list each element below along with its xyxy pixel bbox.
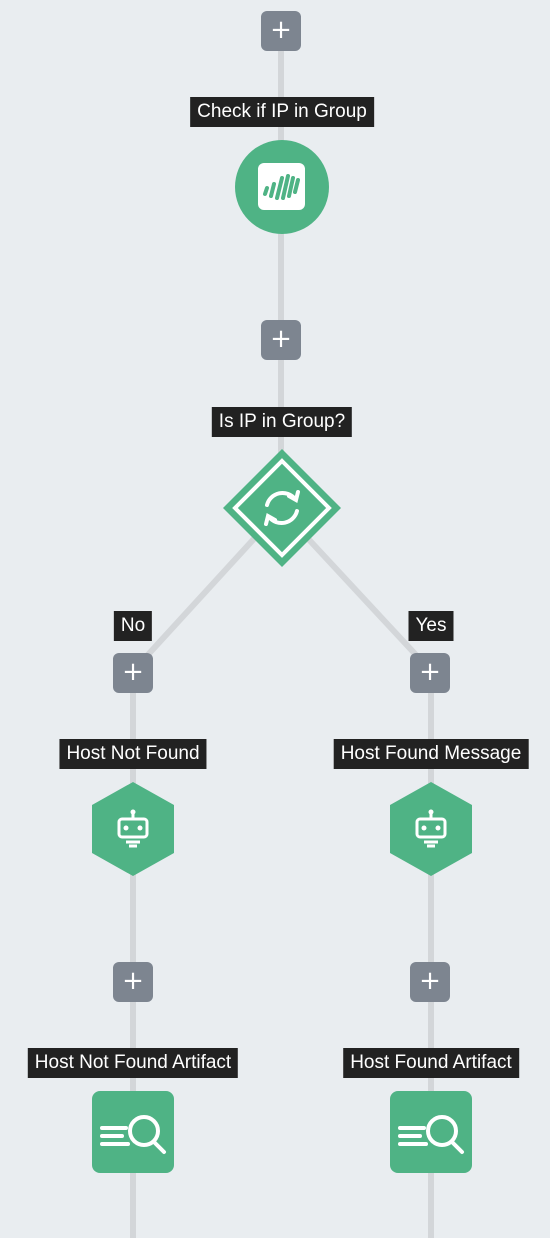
node-host-found-artifact[interactable] [390,1091,472,1173]
add-step-button-no-branch[interactable]: + [113,653,153,693]
search-lines-icon [398,1115,464,1154]
label-host-not-found: Host Not Found [59,739,207,769]
chart-bars-icon [258,163,305,210]
robot-icon [415,809,447,848]
label-check-ip: Check if IP in Group [190,97,374,127]
robot-icon [117,809,149,848]
add-step-button-left-lower[interactable]: + [113,962,153,1002]
add-step-button-before-decision[interactable]: + [261,320,301,360]
label-host-found-artifact: Host Found Artifact [343,1048,519,1078]
node-host-not-found-artifact[interactable] [92,1091,174,1173]
label-host-found-message: Host Found Message [333,739,529,769]
label-branch-no: No [113,611,153,641]
search-lines-icon [100,1115,166,1154]
connector-branch-no [131,527,265,673]
connector-branch-yes [297,527,433,673]
node-check-ip-in-group[interactable] [235,140,329,234]
node-decision-is-ip-in-group[interactable] [223,449,341,567]
label-branch-yes: Yes [408,611,454,641]
add-step-button-right-lower[interactable]: + [410,962,450,1002]
connector-left-branch [130,670,136,1238]
add-step-button-top[interactable]: + [261,11,301,51]
connector-main-top [278,40,284,460]
add-step-button-yes-branch[interactable]: + [410,653,450,693]
node-host-found-message[interactable] [390,782,472,876]
label-host-not-found-artifact: Host Not Found Artifact [27,1048,239,1078]
refresh-cycle-icon [264,490,300,526]
node-host-not-found[interactable] [92,782,174,876]
connector-right-branch [428,670,434,1238]
label-decision: Is IP in Group? [211,407,353,437]
